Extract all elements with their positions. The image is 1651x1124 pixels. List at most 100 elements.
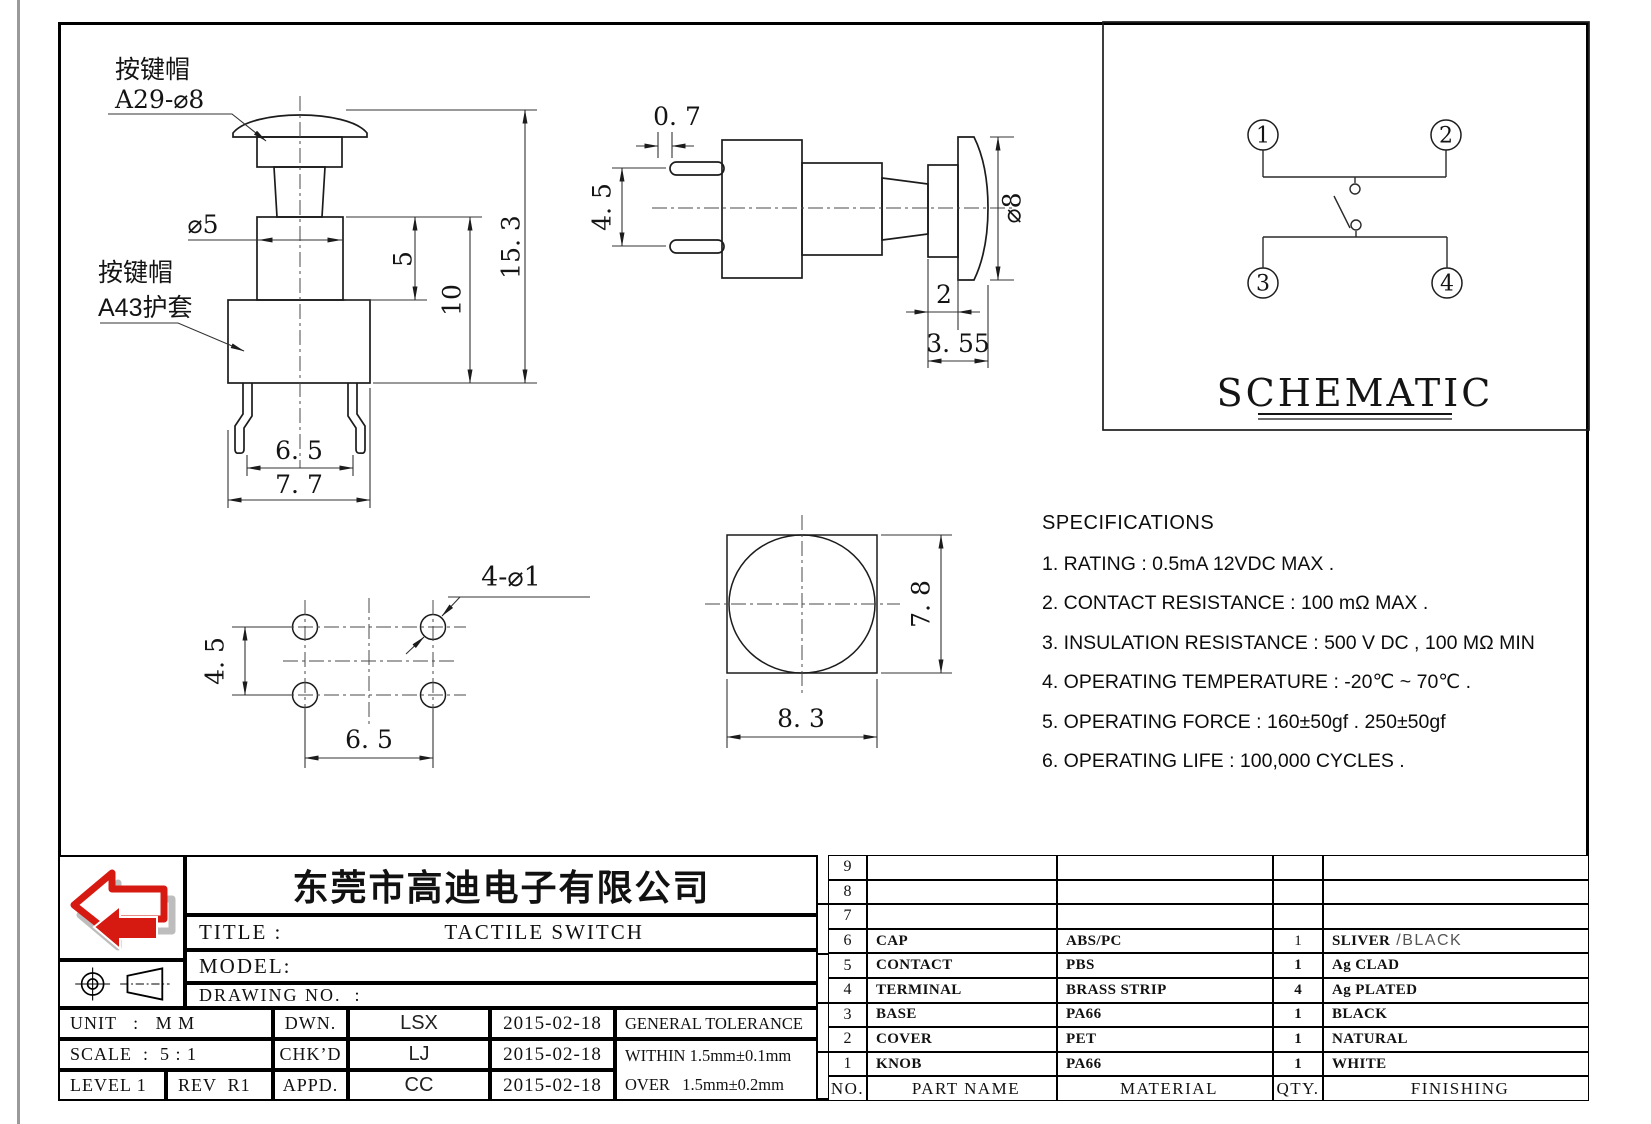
bom-part: TERMINAL <box>867 977 1057 1003</box>
specifications-block: SPECIFICATIONS 1. RATING : 0.5mA 12VDC M… <box>1042 512 1602 772</box>
cap-leader-line <box>108 113 267 142</box>
company-name: 东莞市高迪电子有限公司 <box>185 855 818 915</box>
bom-finishing <box>1323 904 1589 929</box>
bom-finishing <box>1323 855 1589 880</box>
bom-row-no: 9 <box>828 855 867 880</box>
drawing-border-frame <box>58 22 1589 1101</box>
rev-value: REV R1 <box>178 1075 251 1095</box>
schematic-pin-3: 3 <box>1256 272 1270 297</box>
drawing-no-label: DRAWING NO. : <box>199 985 362 1005</box>
dim-stem-diameter: ⌀5 <box>188 210 219 239</box>
spec-operating-life: 6. OPERATING LIFE : 100,000 CYCLES . <box>1042 750 1405 772</box>
bom-qty <box>1273 879 1323 905</box>
bom-material <box>1057 879 1273 905</box>
bom-finishing: BLACK <box>1323 1002 1589 1028</box>
bom-finish-extra: /BLACK <box>1396 932 1463 950</box>
bom-header-no: NO. <box>828 1076 867 1101</box>
bom-material: PA66 <box>1057 1051 1273 1077</box>
scan-edge-line <box>17 0 20 1124</box>
drawing-title: TACTILE SWITCH <box>444 920 644 944</box>
checked-label: CHK’D <box>279 1044 342 1064</box>
schematic-pin-2: 2 <box>1439 124 1453 149</box>
bom-material: PET <box>1057 1027 1273 1052</box>
logo-inner-arrow <box>92 903 158 952</box>
bom-part: CAP <box>867 928 1057 954</box>
spec-operating-temperature: 4. OPERATING TEMPERATURE : -20℃ ~ 70℃ . <box>1042 671 1472 693</box>
spec-operating-force: 5. OPERATING FORCE : 160±50gf . 250±50gf <box>1042 710 1446 733</box>
bom-header-finishing: FINISHING <box>1323 1076 1589 1101</box>
bom-material: BRASS STRIP <box>1057 977 1273 1003</box>
sleeve-leader-line <box>100 322 245 352</box>
schematic-pin-4: 4 <box>1440 272 1454 297</box>
checked-by: LJ <box>408 1043 430 1065</box>
dim-pin-pitch: 4. 5 <box>588 183 617 231</box>
bom-material: PBS <box>1057 953 1273 978</box>
bom-header-material: MATERIAL <box>1057 1076 1273 1101</box>
dim-pin-span: 6. 5 <box>275 436 323 465</box>
bom-part: CONTACT <box>867 953 1057 978</box>
dim-cap-width: 8. 3 <box>777 704 825 733</box>
dim-hole-pitch-h: 6. 5 <box>345 725 393 754</box>
spec-insulation-resistance: 3. INSULATION RESISTANCE : 500 V DC , 10… <box>1042 631 1535 654</box>
company-logo <box>70 869 176 952</box>
bom-finishing: SLIVER /BLACK <box>1323 928 1589 954</box>
bottom-view: 4-⌀1 4. 5 6. 5 <box>201 562 590 768</box>
bom-material: PA66 <box>1057 1002 1273 1028</box>
bom-material: ABS/PC <box>1057 928 1273 954</box>
dim-cap-total: 3. 55 <box>926 329 990 358</box>
bom-finishing: Ag CLAD <box>1323 953 1589 978</box>
scale-value: SCALE : 5 : 1 <box>70 1044 198 1064</box>
bom-row-no: 6 <box>828 928 867 954</box>
drawn-date: 2015-02-18 <box>503 1012 602 1034</box>
dim-cap-thickness: 2 <box>936 280 952 309</box>
bom-qty: 1 <box>1273 928 1323 954</box>
bom-row-no: 8 <box>828 879 867 905</box>
schematic-view: 1 2 3 4 SCHEMATIC <box>1102 21 1590 431</box>
bom-qty: 1 <box>1273 1002 1323 1028</box>
drawn-label: DWN. <box>284 1013 337 1033</box>
dim-cap-height: 7. 8 <box>907 580 936 628</box>
approved-date: 2015-02-18 <box>503 1074 602 1096</box>
bom-qty: 1 <box>1273 1027 1323 1052</box>
bom-qty <box>1273 855 1323 880</box>
bom-row-no: 3 <box>828 1002 867 1028</box>
level-value: LEVEL 1 <box>70 1075 147 1095</box>
approved-label: APPD. <box>282 1075 339 1095</box>
bom-step-tick <box>817 953 828 955</box>
bom-qty: 1 <box>1273 953 1323 978</box>
holes-label: 4-⌀1 <box>481 562 541 593</box>
bom-header-qty: QTY. <box>1273 1076 1323 1101</box>
bom-finishing: NATURAL <box>1323 1027 1589 1052</box>
bom-finish-main: SLIVER <box>1332 932 1391 949</box>
cap-label-line1: 按键帽 <box>115 56 190 84</box>
dim-hole-pitch-v: 4. 5 <box>201 637 230 685</box>
bom-row-no: 4 <box>828 977 867 1003</box>
bom-step-tick <box>817 1051 828 1053</box>
bom-finishing: Ag PLATED <box>1323 977 1589 1003</box>
bom-part: BASE <box>867 1002 1057 1028</box>
title-block: 东莞市高迪电子有限公司 TITLE : TACTILE SWITCH MODEL… <box>58 855 1589 1101</box>
spec-contact-resistance: 2. CONTACT RESISTANCE : 100 mΩ MAX . <box>1042 592 1429 614</box>
checked-date: 2015-02-18 <box>503 1043 602 1065</box>
title-label: TITLE : <box>199 920 283 944</box>
approved-by: CC <box>404 1074 434 1096</box>
schematic-pin-1: 1 <box>1256 124 1270 149</box>
bom-part: COVER <box>867 1027 1057 1052</box>
bom-qty: 1 <box>1273 1051 1323 1077</box>
model-label: MODEL: <box>199 954 292 978</box>
bom-step-tick <box>817 1002 828 1004</box>
dim-pin-width: 0. 7 <box>653 102 701 131</box>
bom-row-no: 7 <box>828 904 867 929</box>
dim-base-width: 7. 7 <box>275 470 323 499</box>
dim-cap-diameter: ⌀8 <box>998 193 1027 224</box>
bom-row-no: 2 <box>828 1027 867 1052</box>
bom-header-part: PART NAME <box>867 1076 1057 1101</box>
spec-rating: 1. RATING : 0.5mA 12VDC MAX . <box>1042 552 1335 575</box>
bom-part <box>867 904 1057 929</box>
switch-contact-arm <box>1333 195 1351 229</box>
dim-total-height: 15. 3 <box>497 215 526 279</box>
bom-finishing <box>1323 879 1589 905</box>
sleeve-label-line1: 按键帽 <box>98 259 173 287</box>
